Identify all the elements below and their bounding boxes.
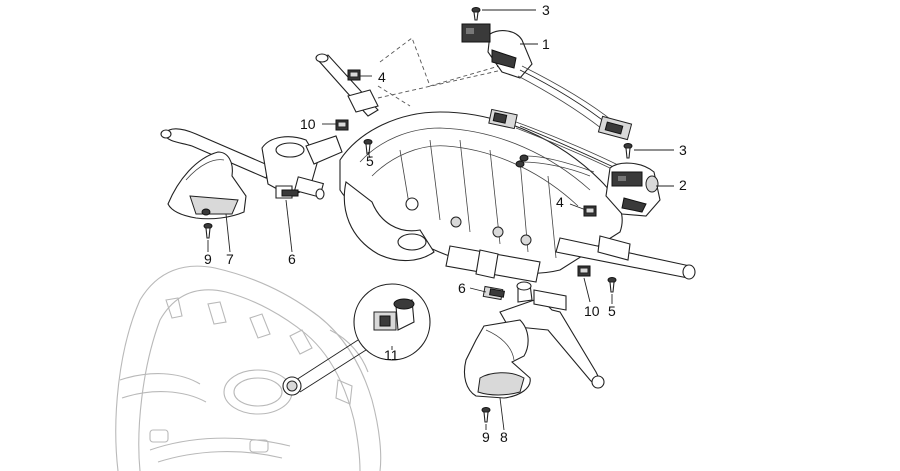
callout-1: 1 [542,36,550,52]
clip-4-right [583,205,597,217]
callout-6-left: 6 [288,251,296,267]
screw-3-top [471,7,481,21]
screw-5-right [607,277,617,293]
screw-9-bottom [481,407,491,423]
detail-circle-11 [282,283,431,396]
callout-10-left: 10 [300,116,316,132]
right-lever-cover [463,319,531,399]
callout-5-left: 5 [366,153,374,169]
callout-labels: 3 1 4 10 5 3 2 4 9 7 6 6 10 5 11 9 8 [204,2,687,445]
callout-5-right: 5 [608,303,616,319]
callout-9-bottom: 9 [482,429,490,445]
clip-4-top [347,69,361,81]
scooter-body-outline [115,265,382,471]
left-lever-cover [167,151,247,220]
screw-3-right [623,143,633,159]
clip-10-right [577,265,591,277]
callout-2: 2 [679,177,687,193]
callout-3-top: 3 [542,2,550,18]
right-brake-lever [482,281,605,389]
leader-lines [207,9,674,431]
left-switch-assembly [377,23,633,141]
screw-9-left [203,223,213,239]
callout-8: 8 [500,429,508,445]
callout-4-top: 4 [378,69,386,85]
callout-6-right: 6 [458,280,466,296]
callout-7: 7 [226,251,234,267]
callout-10-right: 10 [584,303,600,319]
callout-9-left: 9 [204,251,212,267]
callout-4-right: 4 [556,194,564,210]
right-switch-assembly [488,108,661,217]
callout-11: 11 [384,347,399,363]
callout-3-right: 3 [679,142,687,158]
handlebar-assembly [315,53,696,283]
clip-10-left [335,119,349,131]
